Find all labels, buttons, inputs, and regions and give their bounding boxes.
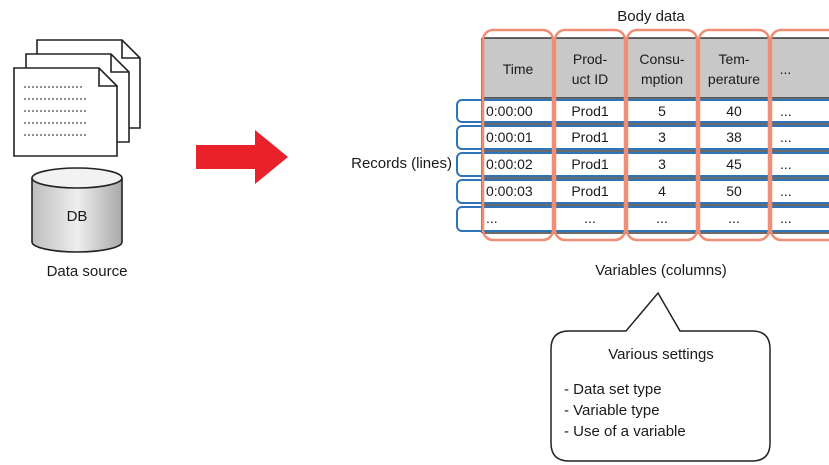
table-cell: ... bbox=[728, 210, 740, 226]
record-outline bbox=[456, 179, 829, 204]
table-cell: 4 bbox=[658, 183, 666, 199]
column-header: uct ID bbox=[572, 71, 609, 87]
table-cell: Prod1 bbox=[571, 156, 609, 172]
column-header: perature bbox=[708, 71, 760, 87]
record-outline bbox=[456, 125, 829, 150]
table-cell: 50 bbox=[726, 183, 742, 199]
callout-item: - Use of a variable bbox=[564, 423, 686, 440]
table-cell: ... bbox=[486, 210, 498, 226]
table-cell: ... bbox=[780, 129, 792, 145]
variable-outline bbox=[625, 28, 699, 242]
documents-icon bbox=[13, 39, 141, 157]
data-source-caption: Data source bbox=[47, 263, 128, 280]
table-cell: ... bbox=[780, 103, 792, 119]
right-arrow-icon bbox=[196, 130, 288, 184]
column-header: ... bbox=[780, 61, 792, 77]
table-cell: Prod1 bbox=[571, 103, 609, 119]
column-header: Consu- bbox=[639, 51, 684, 67]
table-cell: 38 bbox=[726, 129, 742, 145]
table-cell: 0:00:00 bbox=[486, 103, 533, 119]
table-cell: 3 bbox=[658, 129, 666, 145]
table-cell: ... bbox=[780, 183, 792, 199]
callout-bubble bbox=[550, 291, 771, 462]
table-cell: 0:00:02 bbox=[486, 156, 533, 172]
data-table: Time Prod-uct ID Consu-mption Tem-perature.… bbox=[456, 28, 829, 242]
table-cell: ... bbox=[584, 210, 596, 226]
callout-title: Various settings bbox=[608, 346, 714, 363]
variables-label: Variables (columns) bbox=[595, 262, 726, 279]
column-header: Time bbox=[503, 61, 534, 77]
table-cell: 0:00:03 bbox=[486, 183, 533, 199]
table-cell: 0:00:01 bbox=[486, 129, 533, 145]
variable-outline bbox=[697, 28, 771, 242]
table-cell: ... bbox=[656, 210, 668, 226]
database-icon: DB bbox=[31, 167, 123, 253]
column-header: Tem- bbox=[718, 51, 749, 67]
variable-outline bbox=[481, 28, 555, 242]
record-outline bbox=[456, 99, 829, 123]
variable-outline bbox=[769, 28, 829, 242]
table-cell: 40 bbox=[726, 103, 742, 119]
table-cell: 5 bbox=[658, 103, 666, 119]
table-cell: ... bbox=[780, 156, 792, 172]
table-cell: ... bbox=[780, 210, 792, 226]
settings-callout: Various settings - Data set type - Varia… bbox=[550, 291, 771, 462]
table-cell: Prod1 bbox=[571, 183, 609, 199]
header-background bbox=[482, 38, 829, 98]
record-outline bbox=[456, 206, 829, 232]
records-label: Records (lines) bbox=[351, 155, 452, 172]
table-cell: 3 bbox=[658, 156, 666, 172]
table-cell: Prod1 bbox=[571, 129, 609, 145]
variable-outline bbox=[553, 28, 627, 242]
table-cell: 45 bbox=[726, 156, 742, 172]
column-header: Prod- bbox=[573, 51, 608, 67]
column-header: mption bbox=[641, 71, 683, 87]
record-outline bbox=[456, 152, 829, 177]
db-label: DB bbox=[67, 208, 88, 225]
callout-item: - Data set type bbox=[564, 381, 662, 398]
table-title: Body data bbox=[617, 8, 685, 25]
callout-item: - Variable type bbox=[564, 402, 660, 419]
